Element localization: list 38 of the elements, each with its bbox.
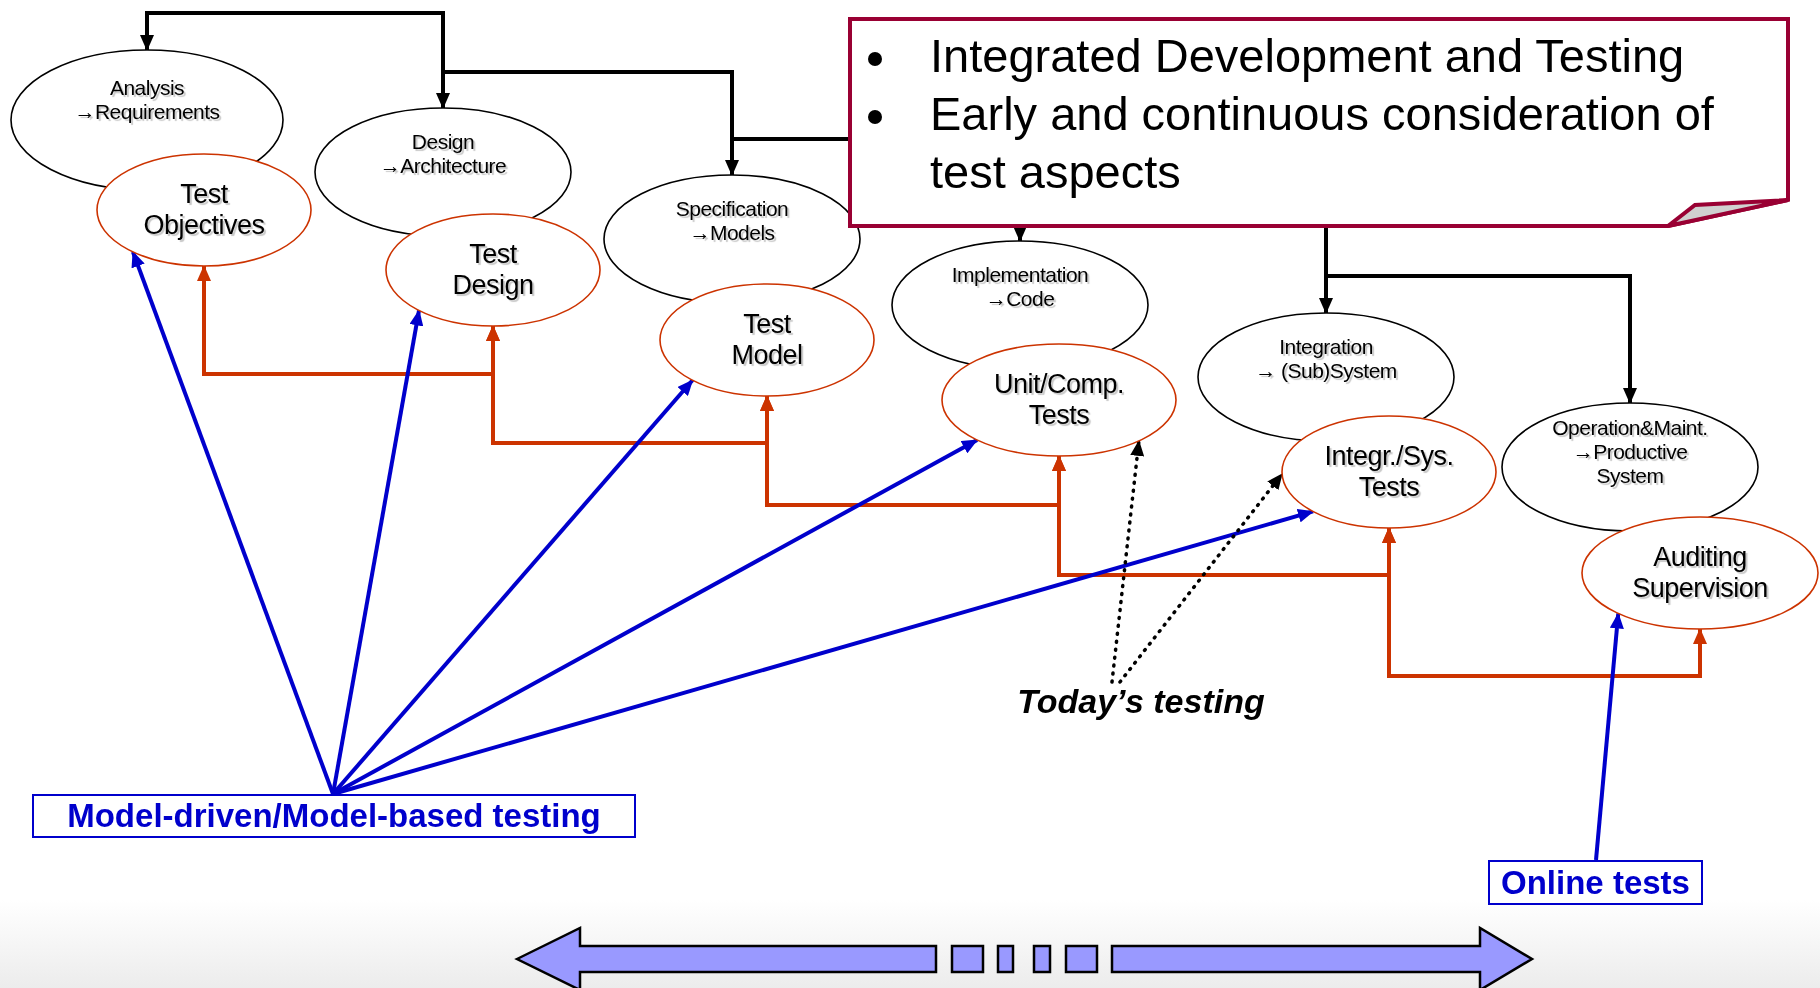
ellipse-label: Test Model	[730, 308, 804, 372]
bullet-text: Early and continuous consideration of test aspects	[930, 86, 1714, 198]
annotation-text: Today’s testing	[996, 682, 1286, 722]
ellipse-label: Auditing Supervision	[1631, 541, 1769, 605]
arrow	[131, 250, 335, 795]
ellipse-label: →Architecture	[379, 154, 507, 179]
bullet-text: Integrated Development and Testing	[930, 29, 1685, 82]
ellipse-label: Test Design	[451, 238, 535, 302]
test-ellipse	[1282, 416, 1496, 528]
arrow	[725, 137, 850, 176]
ellipse-label: →Models	[689, 221, 775, 246]
test-ellipse	[386, 214, 600, 326]
ellipse-label: →Productive System	[1571, 439, 1689, 489]
arrow	[1594, 612, 1624, 861]
dotted-arrow	[1118, 472, 1284, 684]
ellipse-label: Operation&Maint.	[1552, 415, 1708, 440]
ellipse-label: Implementation	[951, 262, 1089, 287]
dotted-arrow	[1110, 439, 1145, 684]
test-ellipse	[1582, 517, 1818, 629]
arrow	[1324, 226, 1637, 404]
callout-box	[850, 19, 1788, 226]
label-box: Model-driven/Model-based testing	[32, 794, 636, 838]
ellipse-label: Test Objectives	[142, 178, 266, 242]
arrow	[1013, 226, 1027, 242]
phase-ellipse	[1502, 403, 1758, 531]
ellipse-label: Specification	[675, 196, 789, 221]
ellipse-label: Integration	[1279, 334, 1373, 359]
ellipse-label: Integr./Sys. Tests	[1323, 440, 1455, 504]
test-ellipse	[660, 284, 874, 396]
label-box: Online tests	[1488, 860, 1703, 905]
ellipse-label: → (Sub)System	[1255, 359, 1397, 384]
ellipse-label: Analysis	[109, 75, 185, 100]
ellipse-label: Design	[411, 129, 475, 154]
test-ellipse	[942, 344, 1176, 456]
ellipse-label: Unit/Comp. Tests	[992, 368, 1125, 432]
ellipse-label: →Code	[985, 287, 1055, 312]
test-ellipse	[97, 154, 311, 266]
ellipse-label: →Requirements	[74, 100, 220, 125]
